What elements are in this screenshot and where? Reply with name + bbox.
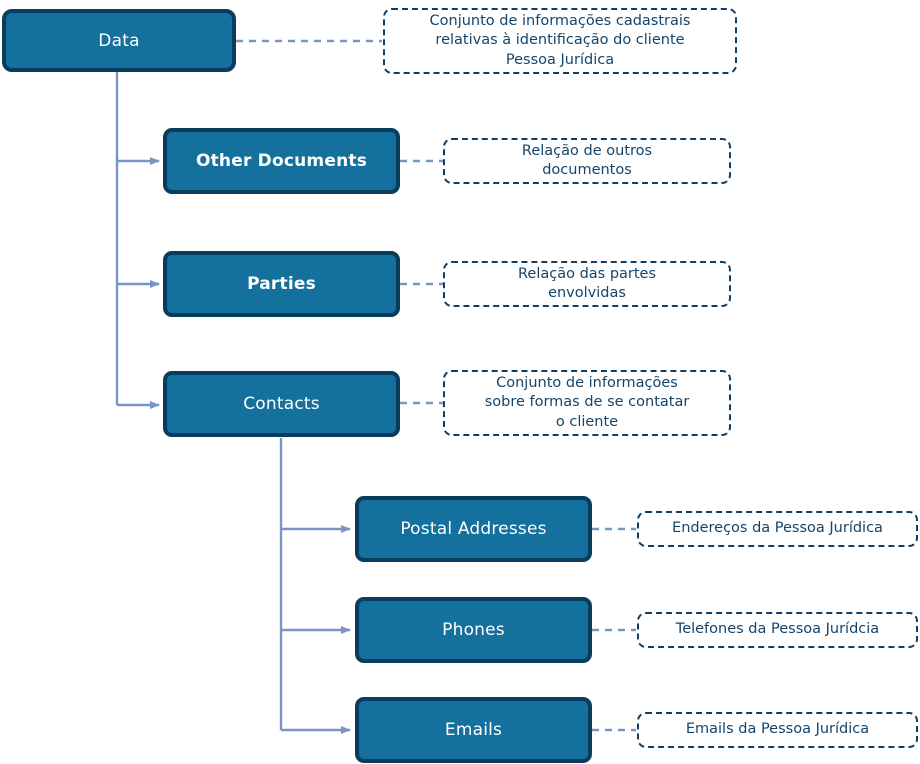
note-other-documents-line-1: Relação de outros <box>521 142 653 159</box>
node-emails-label: Emails <box>444 720 503 740</box>
node-other-documents-label: Other Documents <box>195 151 368 171</box>
node-phones-label: Phones <box>442 620 505 640</box>
node-emails[interactable]: Emails <box>355 697 592 763</box>
note-data-line-2: relativas à identificação do cliente <box>435 32 685 49</box>
edge-data-trunk <box>115 72 160 409</box>
note-phones-line-1: Telefones da Pessoa Jurídcia <box>675 621 880 638</box>
node-contacts-label: Contacts <box>243 394 320 414</box>
note-contacts-line-1: Conjunto de informações <box>496 375 678 392</box>
node-contacts[interactable]: Contacts <box>163 371 400 437</box>
note-other-documents-line-2: documentos <box>542 162 632 178</box>
note-other-documents: Relação de outros documentos <box>443 138 731 184</box>
node-parties[interactable]: Parties <box>163 251 400 317</box>
note-data-line-1: Conjunto de informações cadastrais <box>429 13 691 30</box>
node-postal-addresses-label: Postal Addresses <box>400 519 547 539</box>
note-parties: Relação das partes envolvidas <box>443 261 731 307</box>
node-data[interactable]: Data <box>2 9 236 72</box>
node-other-documents[interactable]: Other Documents <box>163 128 400 194</box>
note-contacts-line-2: sobre formas de se contatar <box>484 394 690 411</box>
note-phones: Telefones da Pessoa Jurídcia <box>637 612 918 648</box>
note-parties-line-2: envolvidas <box>548 285 626 301</box>
node-phones[interactable]: Phones <box>355 597 592 663</box>
node-data-label: Data <box>98 30 140 51</box>
note-emails-line-1: Emails da Pessoa Jurídica <box>685 721 870 738</box>
note-data: Conjunto de informações cadastrais relat… <box>383 8 737 74</box>
note-postal-addresses: Endereços da Pessoa Jurídica <box>637 511 918 547</box>
node-postal-addresses[interactable]: Postal Addresses <box>355 496 592 562</box>
note-contacts: Conjunto de informações sobre formas de … <box>443 370 731 436</box>
note-postal-addresses-line-1: Endereços da Pessoa Jurídica <box>672 520 883 537</box>
note-contacts-line-3: o cliente <box>555 413 619 430</box>
note-parties-line-1: Relação das partes <box>517 265 657 282</box>
edge-contacts-trunk <box>279 438 351 734</box>
note-emails: Emails da Pessoa Jurídica <box>637 712 918 748</box>
note-data-line-3: Pessoa Jurídica <box>505 51 615 68</box>
node-parties-label: Parties <box>247 274 316 294</box>
